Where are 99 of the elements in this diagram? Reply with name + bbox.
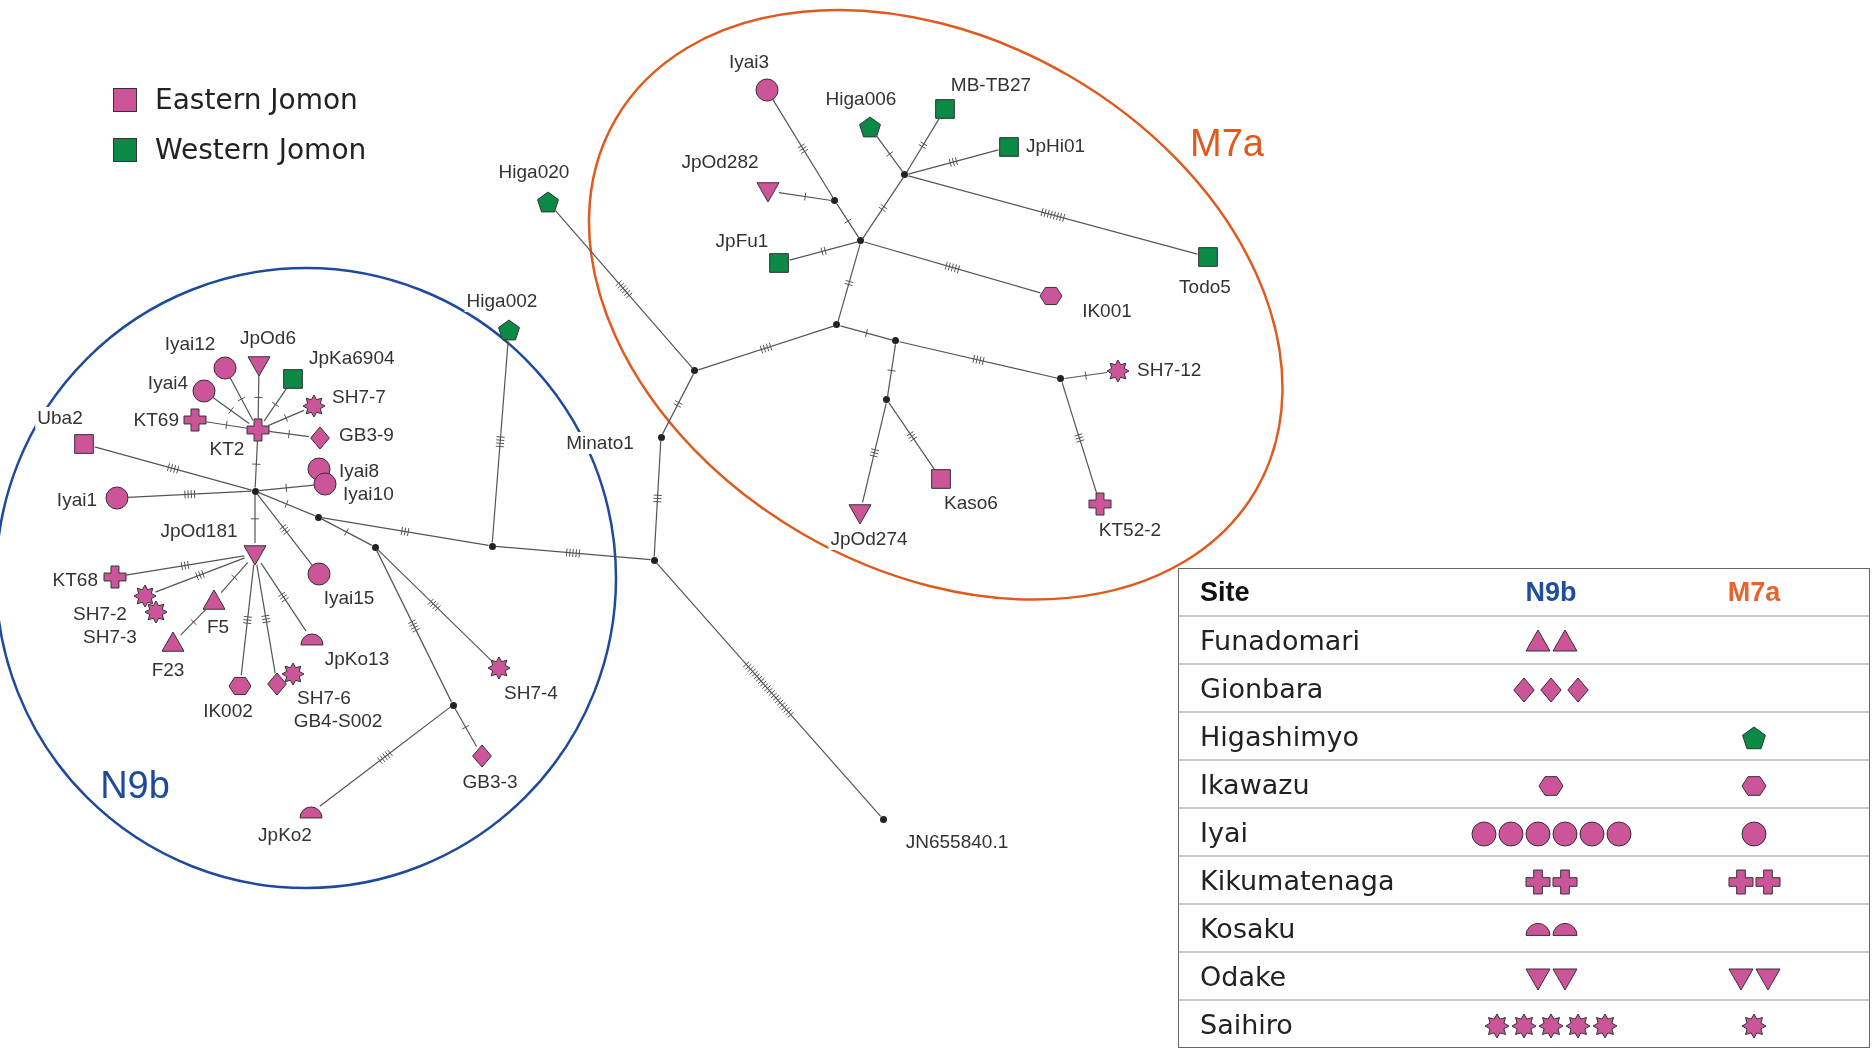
connector-line [898,341,1059,379]
connector-line [320,517,490,546]
square-symbol [280,366,306,392]
circle-symbol [191,378,217,404]
connector-line [375,549,453,703]
cross-symbol [245,417,271,443]
connector-line [907,149,999,175]
connector-line [491,340,509,544]
connector-line [778,192,833,202]
site-name: Ikawazu [1200,768,1310,800]
connector-line [254,493,256,544]
diamond-symbol [307,425,333,451]
connector-line [127,490,253,499]
pentagon-symbol [496,317,522,343]
star-symbol [132,583,158,609]
square-symbol [996,134,1022,160]
connector-line [320,518,373,546]
connector-line [1063,371,1108,380]
legend-label: Western Jomon [155,134,367,166]
connector-line [154,557,246,593]
circle-symbol [312,471,338,497]
site-name: Kosaku [1200,912,1296,944]
square-symbol [932,96,958,122]
connector-line [875,135,904,173]
connector-line [256,493,313,566]
column-header: N9b [1525,576,1577,608]
connector-line [257,484,315,492]
connector-line [220,561,249,594]
star-symbol [1105,358,1131,384]
connector-line [888,402,936,471]
connector-line [256,564,276,674]
column-header: M7a [1727,576,1781,608]
connector-line [94,446,253,491]
site-name: Higashimyo [1200,720,1359,752]
connector-line [886,343,897,398]
connector-line [319,706,451,807]
connector-line [257,491,316,517]
square-symbol [766,250,792,276]
pentagon-symbol [535,189,561,215]
circle-symbol [754,77,780,103]
diamond-symbol [469,743,495,769]
connector-line [554,209,694,369]
square-symbol [928,466,954,492]
connector-line [772,98,834,199]
connector-line [494,545,652,561]
cluster-label: N9b [100,765,170,805]
circle-symbol [212,355,238,381]
connector-line [267,409,305,427]
square-symbol [71,431,97,457]
connector-line [240,564,255,676]
star-symbol [143,599,169,625]
site-name: Funadomari [1200,624,1360,656]
connector-line [862,177,904,239]
connector-line [839,325,894,341]
cluster-label: M7a [1190,123,1264,163]
connector-line [907,175,1198,255]
connector-line [268,430,310,438]
cross-symbol [182,407,208,433]
connector-line [229,377,254,421]
connector-line [376,548,492,661]
connector-line [180,608,207,636]
connector-line [653,439,662,558]
site-name: Saihiro [1200,1008,1293,1040]
site-name: Gionbara [1200,672,1324,704]
site-name: Kikumatenaga [1200,864,1395,896]
cross-symbol [102,564,128,590]
column-header: Site [1200,576,1250,608]
connector-line [863,241,1042,294]
connector-line [257,375,260,420]
connector-line [205,421,248,429]
connector-line [789,241,859,261]
connector-line [837,243,861,323]
connector-line [212,396,250,425]
connector-line [254,440,259,489]
connector-line [1061,381,1098,495]
legend-label: Eastern Jomon [155,84,358,116]
connector-line [662,373,694,435]
pentagon-symbol [857,114,883,140]
connector-line [260,562,307,632]
connector-line [263,387,288,422]
site-name: Iyai [1200,816,1248,848]
sample-label: Uba2 [35,407,85,429]
connector-line [125,555,245,576]
connector-line [861,402,887,503]
square-symbol [1195,244,1221,270]
star-symbol [486,655,512,681]
sample-label: Minato1 [564,432,636,454]
connector-line [454,707,478,748]
site-name: Odake [1200,960,1287,992]
circle-symbol [306,561,332,587]
connector-line [836,203,860,239]
connector-line [697,325,835,371]
connector-line [906,117,940,173]
diamond-symbol [264,671,290,697]
circle-symbol [104,485,130,511]
connector-line [655,562,882,817]
cross-symbol [1087,491,1113,517]
star-symbol [301,393,327,419]
star-symbol [280,661,306,687]
